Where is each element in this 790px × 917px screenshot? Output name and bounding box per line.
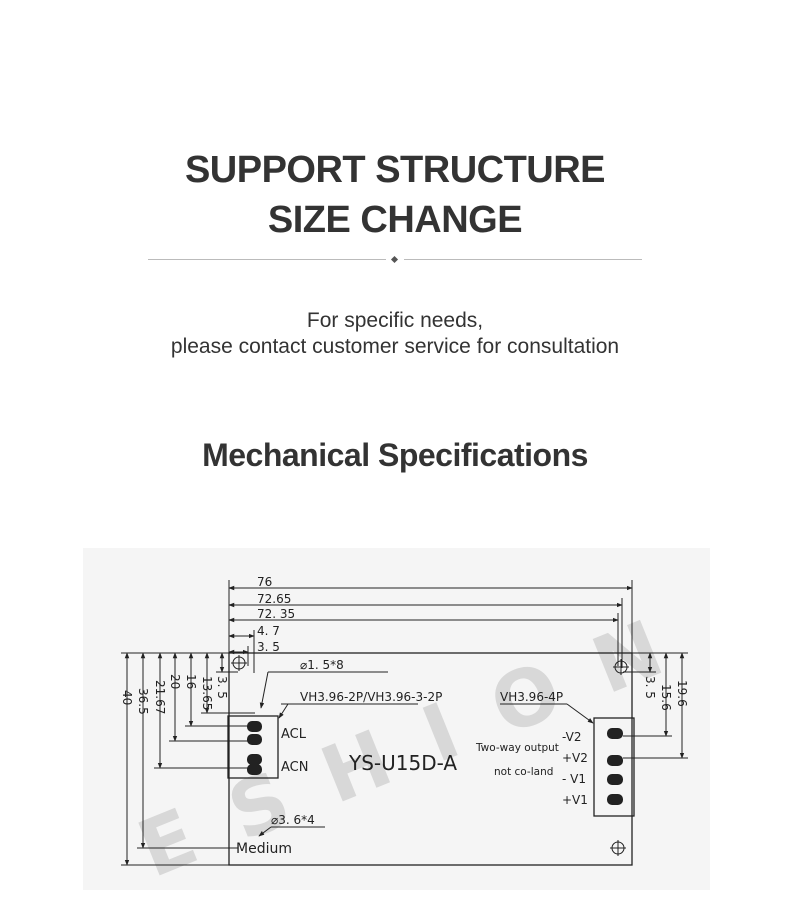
- dim-left-20: 20: [168, 674, 182, 689]
- output-pin-label-3: - V1: [562, 772, 586, 786]
- mechanical-drawing: ESHION: [120, 575, 710, 890]
- pin-acn-2: [247, 764, 262, 775]
- mechanical-drawing-panel: ESHION: [83, 548, 710, 890]
- pin-label-acl: ACL: [281, 727, 307, 742]
- dim-left-21-67: 21.67: [153, 680, 167, 714]
- output-pin-label-4: +V1: [562, 793, 588, 807]
- dim-top-72-35: 72. 35: [257, 607, 295, 621]
- mount-hole-label: ⌀3. 6*4: [271, 813, 315, 827]
- pin-label-acn: ACN: [281, 760, 308, 775]
- dim-left-40: 40: [120, 690, 134, 705]
- subtitle-line2: please contact customer service for cons…: [170, 335, 620, 358]
- divider-diamond-icon: [390, 255, 399, 264]
- pin-acl-1: [247, 721, 262, 732]
- pin-out-1: [607, 728, 623, 739]
- dim-right-15-6: 15.6: [659, 684, 673, 711]
- dim-top-4-7: 4. 7: [257, 624, 280, 638]
- mount-hole-bottom-right: [610, 840, 626, 856]
- output-pin-label-1: -V2: [562, 730, 581, 744]
- medium-label: Medium: [236, 841, 292, 857]
- subtitle-line1: For specific needs,: [306, 309, 484, 332]
- output-connector-label: VH3.96-4P: [500, 690, 563, 704]
- model-label: YS-U15D-A: [348, 751, 457, 775]
- output-note-line1: Two-way output: [475, 742, 559, 754]
- hole-size-label: ⌀1. 5*8: [300, 658, 344, 672]
- page-title-line1: SUPPORT STRUCTURE: [184, 149, 606, 191]
- output-pin-label-2: +V2: [562, 751, 588, 765]
- dim-top-3-5: 3. 5: [257, 640, 280, 654]
- pin-out-2: [607, 755, 623, 766]
- pin-out-3: [607, 774, 623, 785]
- divider-left: [148, 259, 386, 260]
- dim-left-13-65: 13.65: [200, 676, 214, 710]
- divider-right: [404, 259, 642, 260]
- board-outline: [228, 652, 633, 866]
- input-connector-label: VH3.96-2P/VH3.96-3-2P: [300, 690, 442, 704]
- output-note-line2: not co-land: [494, 766, 553, 778]
- input-connector: [227, 715, 279, 779]
- mount-hole-top-left: [231, 655, 247, 671]
- section-title: Mechanical Specifications: [202, 437, 588, 473]
- dim-top-72-65: 72.65: [257, 592, 291, 606]
- dim-left-36-5: 36.5: [136, 688, 150, 715]
- pin-acl-2: [247, 734, 262, 745]
- dim-left-16: 16: [184, 674, 198, 689]
- dim-right-3-5: 3. 5: [643, 676, 657, 699]
- mount-hole-top-right: [613, 659, 629, 675]
- output-connector: [593, 717, 635, 817]
- pin-out-4: [607, 794, 623, 805]
- dim-right-19-6: 19.6: [675, 680, 689, 707]
- pin-acn-1: [247, 754, 262, 765]
- page-title-line2: SIZE CHANGE: [267, 199, 523, 241]
- dim-top-76: 76: [257, 575, 272, 589]
- dim-left-3-5: 3. 5: [215, 676, 229, 699]
